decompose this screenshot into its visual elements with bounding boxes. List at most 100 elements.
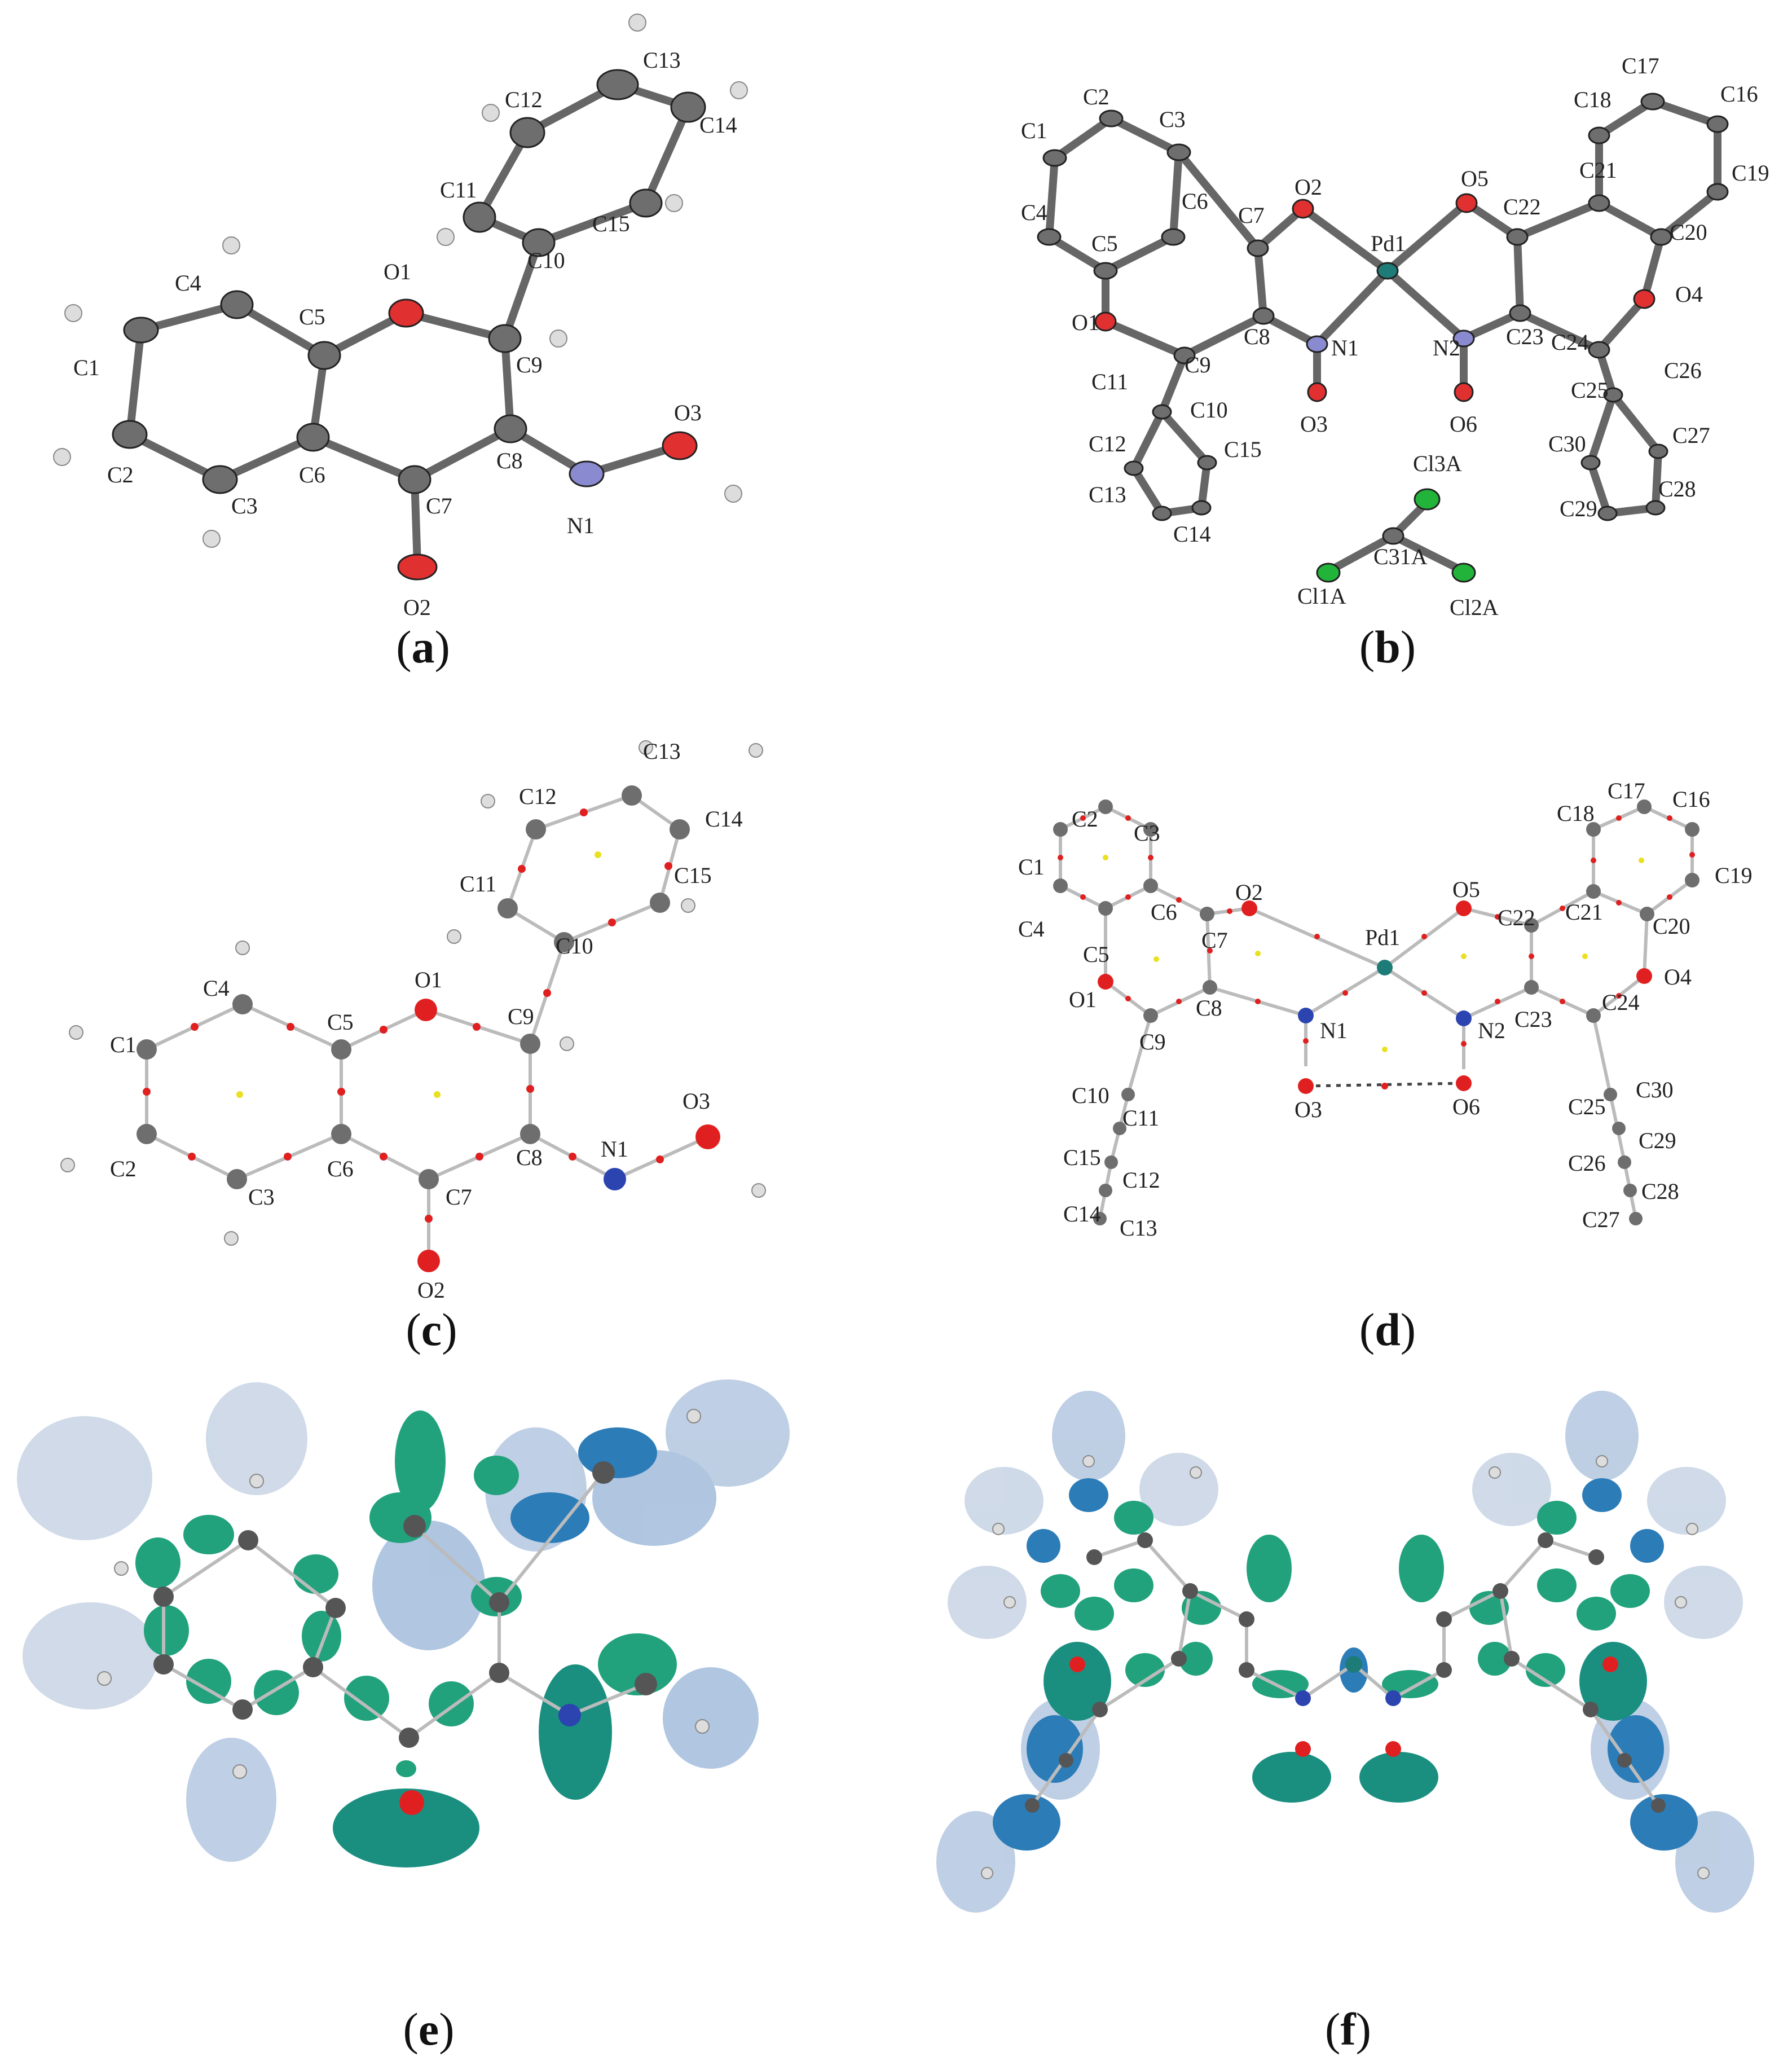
atom-label: C9 (508, 1004, 534, 1029)
atom-label: C14 (1063, 1201, 1101, 1227)
atom-label: C1 (73, 355, 100, 380)
atom-label: C3 (1134, 820, 1160, 846)
atom-label: C3 (231, 493, 258, 518)
atom-label: C23 (1506, 324, 1544, 349)
atom-label: O3 (1300, 411, 1328, 437)
panel-e-caption: (e) (403, 2003, 455, 2055)
atom-label: C8 (1196, 995, 1222, 1021)
atom-label: C15 (674, 863, 712, 888)
atom-label: O3 (683, 1088, 710, 1114)
atom-label: C31A (1373, 544, 1428, 569)
atom-label: C9 (1139, 1029, 1166, 1054)
panel-b: C2 C3 C1 O2 Pd1 O5 C4 C6 C7 C22 C5 O1 C8… (897, 0, 1792, 683)
atom-label: C20 (1670, 219, 1707, 245)
atom-label: C9 (516, 352, 543, 377)
atom-label: C24 (1551, 329, 1589, 355)
panel-f-elf-isosurface (936, 1391, 1754, 1913)
atom-label: C26 (1664, 358, 1702, 383)
atom-label: C6 (1182, 188, 1208, 214)
atom-label: O6 (1450, 411, 1477, 437)
atom-label: C4 (1018, 916, 1045, 942)
atom-label: O3 (1295, 1097, 1322, 1122)
atom-label: C25 (1571, 377, 1609, 403)
panel-a-labels: C13 C12 C14 C11 C15 C10 C4 O1 C5 C9 C1 O… (73, 47, 737, 620)
atom-label: Cl2A (1450, 595, 1499, 620)
atom-label: C5 (1091, 231, 1118, 256)
atom-label: C30 (1636, 1077, 1674, 1102)
atom-label: C13 (643, 739, 681, 764)
atom-label: N1 (1320, 1018, 1348, 1043)
atom-label: O2 (417, 1277, 445, 1303)
atom-label: O1 (1072, 310, 1099, 335)
atom-label: C1 (110, 1032, 137, 1057)
atom-label: C16 (1672, 786, 1710, 812)
atom-label: C4 (1021, 200, 1047, 225)
atom-label: C15 (592, 211, 630, 236)
atom-label: C12 (519, 784, 557, 809)
atom-label: C2 (107, 462, 134, 487)
atom-label: C14 (705, 806, 743, 832)
panel-d-labels: C2 C3 C1 C6 C7 O2 Pd1 O5 C22 C21 C18 C17… (1018, 778, 1753, 1241)
panel-e-bonds (162, 1471, 647, 1739)
atom-label: Cl1A (1297, 583, 1346, 609)
atom-label: C6 (299, 462, 325, 487)
atom-label: C8 (496, 448, 523, 473)
atom-label: C24 (1602, 990, 1640, 1015)
atom-label: C7 (446, 1184, 472, 1210)
atom-label: C10 (527, 248, 565, 273)
atom-label: C8 (1244, 324, 1270, 349)
atom-label: C29 (1560, 496, 1597, 521)
panel-f-caption: (f) (1325, 2003, 1371, 2055)
panel-c: C13 C12 C14 C11 C15 C10 C4 O1 C5 C9 C1 N… (0, 688, 896, 1365)
panel-e-atoms (97, 1409, 710, 1815)
atom-label: C7 (1238, 203, 1265, 228)
atom-label: C10 (1072, 1083, 1109, 1108)
panel-f: (f) (897, 1377, 1792, 2061)
panel-e: (e) (0, 1377, 896, 2061)
atom-label: N2 (1433, 335, 1460, 361)
atom-label: C27 (1582, 1207, 1620, 1232)
atom-label: C28 (1641, 1179, 1679, 1204)
atom-label: C16 (1720, 81, 1758, 107)
panel-d-structure: C2 C3 C1 C6 C7 O2 Pd1 O5 C22 C21 C18 C17… (1018, 778, 1753, 1241)
atom-label: C2 (110, 1156, 137, 1181)
panel-e-basins (135, 1410, 677, 1867)
panel-e-elf-isosurface (17, 1379, 790, 1867)
atom-label: C8 (516, 1145, 543, 1170)
atom-label: O1 (415, 967, 442, 992)
atom-label: Pd1 (1371, 231, 1406, 256)
atom-label: C17 (1622, 53, 1659, 78)
atom-label: C3 (1159, 107, 1186, 132)
atom-label: C19 (1732, 160, 1769, 186)
atom-label: C27 (1672, 423, 1710, 448)
atom-label: C13 (1089, 482, 1126, 507)
atom-label: C22 (1503, 194, 1541, 219)
atom-label: C26 (1568, 1150, 1606, 1176)
atom-label: O5 (1452, 877, 1480, 902)
panel-b-bonds (1045, 98, 1721, 574)
atom-label: C1 (1018, 854, 1045, 880)
atom-label: N1 (601, 1136, 628, 1162)
atom-label: C25 (1568, 1094, 1606, 1119)
atom-label: O1 (384, 259, 411, 284)
atom-label: N1 (567, 513, 595, 538)
atom-label: C11 (460, 871, 496, 897)
atom-label: C23 (1514, 1007, 1552, 1032)
panel-f-atoms (981, 1455, 1710, 1879)
atom-label: C6 (327, 1156, 354, 1181)
atom-label: O4 (1664, 964, 1692, 990)
atom-label: C7 (426, 493, 452, 518)
atom-label: C28 (1658, 476, 1696, 502)
atom-label: C2 (1072, 806, 1098, 832)
atom-label: C6 (1151, 899, 1177, 925)
atom-label: O2 (403, 595, 431, 620)
panel-c-structure: C13 C12 C14 C11 C15 C10 C4 O1 C5 C9 C1 N… (60, 739, 766, 1303)
atom-label: Cl3A (1413, 451, 1462, 476)
atom-label: C15 (1063, 1145, 1101, 1170)
atom-label: O4 (1675, 282, 1703, 307)
atom-label: C12 (1089, 431, 1126, 456)
panel-c-atoms (60, 740, 766, 1272)
atom-label: N1 (1331, 335, 1359, 361)
panel-b-labels: C2 C3 C1 O2 Pd1 O5 C4 C6 C7 C22 C5 O1 C8… (1021, 53, 1769, 620)
panel-a-structure: C13 C12 C14 C11 C15 C10 C4 O1 C5 C9 C1 O… (53, 14, 748, 620)
